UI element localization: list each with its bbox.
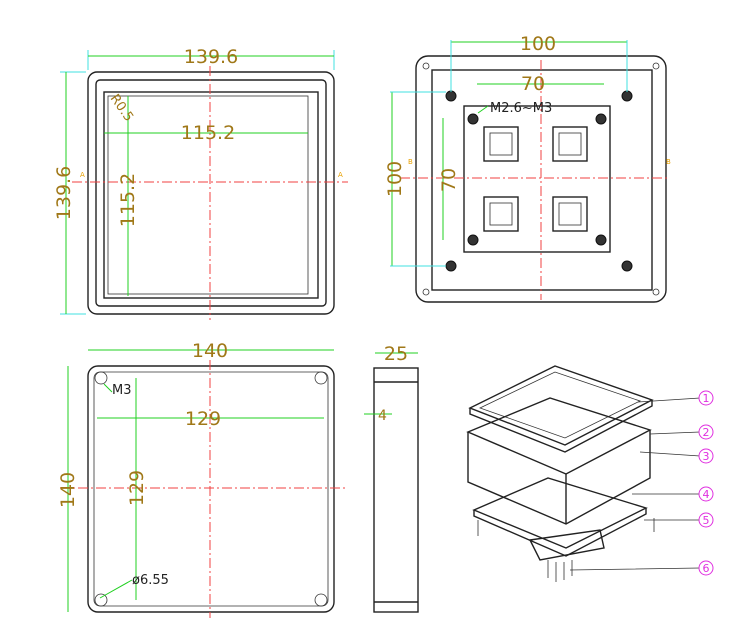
extension-lines [60, 50, 335, 315]
window [103, 91, 319, 299]
callout-3: 3 [703, 450, 710, 463]
outer-frame [87, 71, 335, 315]
dim-inner-spacing-x: 70 [521, 73, 545, 95]
callout-1: 1 [703, 392, 710, 405]
dim-height: 139.6 [53, 166, 75, 220]
callouts: 1 2 3 4 5 6 [698, 390, 714, 576]
callout-6: 6 [703, 562, 710, 575]
section-mark-b-left: B [408, 158, 413, 166]
lid [468, 365, 654, 446]
callout-4: 4 [703, 488, 710, 501]
screw-note: M2.6~M3 [490, 101, 552, 116]
outer-frame [415, 55, 667, 303]
side-view: 25 4 [364, 343, 419, 613]
exploded-view: 1 2 3 4 5 6 [466, 365, 714, 582]
section-mark-a-left: A [80, 171, 85, 179]
dimension-lines [67, 349, 334, 612]
window-inner [107, 95, 309, 295]
dim-height: 140 [57, 472, 79, 508]
dim-inner-width: 115.2 [181, 122, 235, 144]
dim-wall: 4 [378, 408, 387, 424]
dim-hole-spacing-y: 100 [384, 161, 406, 197]
dim-hole-spacing-x: 129 [185, 408, 221, 430]
dim-inner-height: 115.2 [117, 173, 139, 227]
dim-inner-spacing-y: 70 [438, 168, 460, 192]
dim-depth: 25 [384, 343, 408, 365]
callout-2: 2 [703, 426, 710, 439]
dimension-lines [65, 55, 334, 314]
panel [463, 105, 611, 253]
top-view: 139.6 139.6 115.2 115.2 R0.5 A A [53, 46, 348, 320]
screws [445, 90, 633, 272]
section-mark-a-right: A [338, 171, 343, 179]
dim-width: 140 [192, 340, 228, 362]
hole-diameter: ø6.55 [132, 573, 169, 588]
section-mark-b-right: B [666, 158, 671, 166]
dim-hole-spacing-x: 100 [520, 33, 556, 55]
callout-5: 5 [703, 514, 710, 527]
dimension-lines [391, 41, 627, 266]
side-body [373, 367, 419, 613]
bottom-view: 100 70 100 70 M2.6~M3 B B [384, 33, 671, 303]
sockets [483, 126, 588, 232]
outer-frame [87, 365, 335, 613]
lid-edge [95, 79, 327, 307]
screw-note: M3 [112, 383, 132, 398]
dim-radius: R0.5 [107, 92, 136, 125]
base-view: 140 140 129 129 M3 ø6.55 [57, 340, 348, 618]
inner-frame [431, 69, 653, 291]
base-plate [472, 477, 648, 549]
dim-hole-spacing-y: 129 [126, 470, 148, 506]
dim-width: 139.6 [184, 46, 238, 68]
